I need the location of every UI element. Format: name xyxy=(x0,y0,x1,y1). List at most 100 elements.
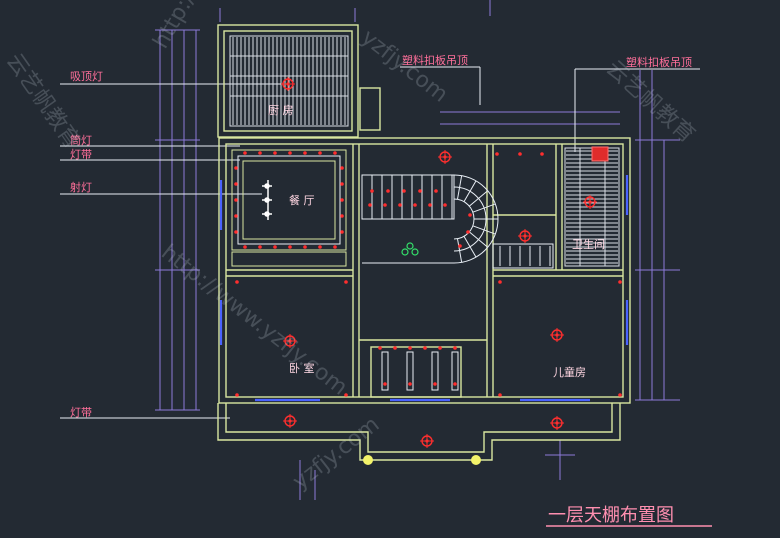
downlight xyxy=(458,244,462,248)
downlight xyxy=(428,203,432,207)
drawing-title: 一层天棚布置图 xyxy=(548,505,674,526)
ceiling-light-target xyxy=(283,414,297,428)
downlight xyxy=(235,280,239,284)
downlight xyxy=(235,393,239,397)
downlight xyxy=(243,151,247,155)
label-spot-light: 射灯 xyxy=(70,180,92,194)
downlight xyxy=(258,245,262,249)
storage-slot xyxy=(381,351,389,391)
downlight xyxy=(418,189,422,193)
downlight xyxy=(243,245,247,249)
bathroom-exhaust-fan xyxy=(591,146,609,162)
ceiling-light-target xyxy=(283,334,297,348)
storage-slot xyxy=(406,351,414,391)
downlight xyxy=(438,346,442,350)
downlight xyxy=(466,230,470,234)
pendant-light-cluster xyxy=(401,242,419,256)
watermark-5: http://www.yzfjy.com xyxy=(156,240,352,400)
downlight xyxy=(340,198,344,202)
downlight xyxy=(340,182,344,186)
downlight xyxy=(234,182,238,186)
downlight xyxy=(234,166,238,170)
windows xyxy=(219,175,629,402)
downlight xyxy=(288,245,292,249)
leader-lines xyxy=(60,66,700,419)
downlight xyxy=(303,151,307,155)
downlight xyxy=(618,393,622,397)
watermark-4: 云艺帆教育 xyxy=(601,56,699,148)
dimension-lines xyxy=(155,0,680,500)
downlight xyxy=(498,393,502,397)
storage-slots xyxy=(381,351,459,391)
stair-tread xyxy=(468,231,489,248)
downlight xyxy=(618,280,622,284)
downlight xyxy=(340,214,344,218)
downlight xyxy=(344,280,348,284)
watermark-6: yzfjy.com xyxy=(288,412,384,495)
downlight xyxy=(383,382,387,386)
ceiling-light-target xyxy=(281,77,295,91)
stair-tread xyxy=(456,238,463,263)
staircase xyxy=(361,174,554,269)
downlight xyxy=(273,245,277,249)
downlight xyxy=(453,346,457,350)
downlight xyxy=(386,189,390,193)
room-name-bedroom: 卧 室 xyxy=(289,361,315,375)
downlight xyxy=(370,189,374,193)
downlight xyxy=(498,280,502,284)
watermark-2: 云艺帆教育 xyxy=(1,49,85,153)
downlight xyxy=(340,230,344,234)
downlight xyxy=(540,152,544,156)
downlight xyxy=(234,230,238,234)
ceiling-light-target xyxy=(583,195,597,209)
spot-light-fixtures xyxy=(262,180,272,220)
ceiling-light-target xyxy=(518,229,532,243)
downlight xyxy=(344,393,348,397)
downlight xyxy=(333,245,337,249)
downlight xyxy=(288,151,292,155)
label-light-strip-top: 灯带 xyxy=(70,148,92,161)
downlight xyxy=(383,203,387,207)
walls xyxy=(217,24,631,461)
stair-tread xyxy=(472,225,496,235)
stair-tread xyxy=(468,190,489,207)
stair-treads xyxy=(371,175,551,266)
bathroom-ceiling-panels xyxy=(564,147,620,267)
downlight xyxy=(398,203,402,207)
storage-slot xyxy=(431,351,439,391)
label-plastic-ceiling-right: 塑料扣板吊顶 xyxy=(626,55,692,69)
downlight xyxy=(402,189,406,193)
downlight xyxy=(423,346,427,350)
downlight xyxy=(303,245,307,249)
room-name-dining: 餐 厅 xyxy=(289,193,315,207)
ceiling-light-target xyxy=(420,434,434,448)
downlight xyxy=(273,151,277,155)
label-light-strip-bottom: 灯带 xyxy=(70,406,92,419)
room-name-kids-room: 儿童房 xyxy=(553,365,586,379)
downlight xyxy=(453,382,457,386)
ceiling-light-target xyxy=(550,328,564,342)
stair-tread xyxy=(463,180,477,202)
stair-tread xyxy=(463,236,477,258)
storage-slot xyxy=(451,351,459,391)
kitchen-ceiling-panels xyxy=(229,35,349,127)
ceiling-light-target xyxy=(438,150,452,164)
stair-tread xyxy=(456,175,463,200)
downlight xyxy=(434,189,438,193)
stair-tread xyxy=(472,203,496,213)
label-ceiling-light: 吸顶灯 xyxy=(70,70,103,83)
label-wall-light: 筒灯 xyxy=(70,133,92,147)
downlight xyxy=(495,152,499,156)
porch-lamps xyxy=(363,455,481,465)
downlight xyxy=(234,214,238,218)
room-name-bathroom: 卫生间 xyxy=(572,237,605,251)
label-plastic-ceiling-left: 塑料扣板吊顶 xyxy=(402,53,468,67)
downlight xyxy=(443,203,447,207)
downlight xyxy=(433,382,437,386)
dining-ceiling-frame xyxy=(231,149,347,267)
room-name-kitchen: 厨 房 xyxy=(268,104,294,117)
downlight xyxy=(408,346,412,350)
ceiling-light-target xyxy=(550,416,564,430)
downlight xyxy=(318,245,322,249)
